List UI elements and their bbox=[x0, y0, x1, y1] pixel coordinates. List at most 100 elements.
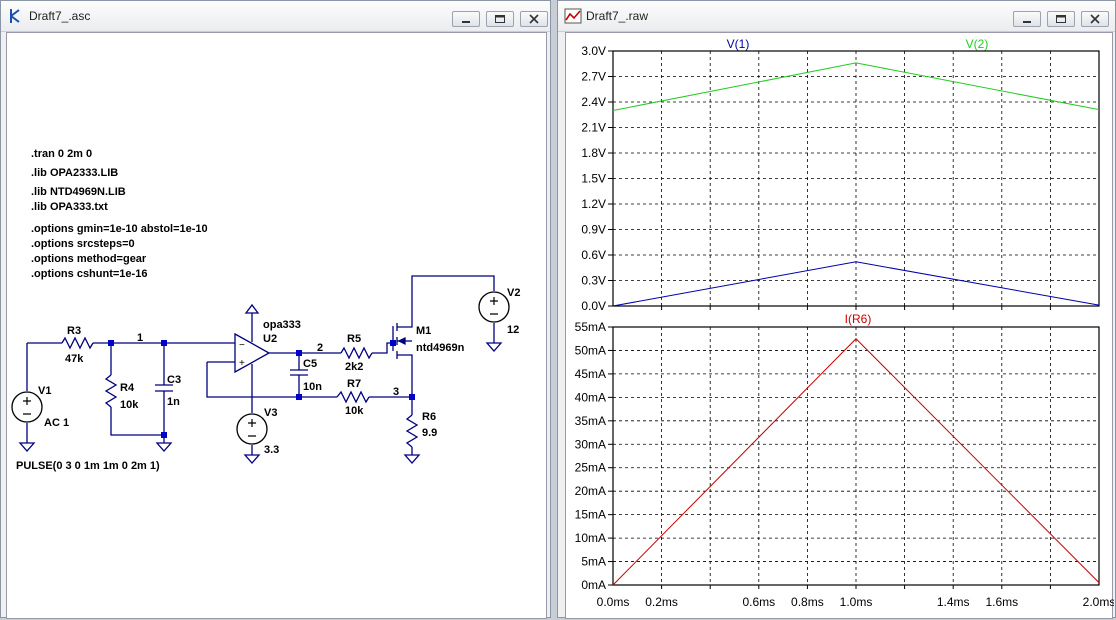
x-tick-label: 2.0ms bbox=[1083, 595, 1114, 609]
y-tick-label: 0.9V bbox=[581, 223, 606, 237]
schematic-window-title: Draft7_.asc bbox=[29, 9, 91, 23]
y-tick-label: 45mA bbox=[575, 367, 606, 381]
c5-value[interactable]: 10n bbox=[303, 381, 322, 393]
y-tick-label: 0.3V bbox=[581, 274, 606, 288]
maximize-button[interactable] bbox=[1047, 11, 1075, 27]
schematic-canvas[interactable]: − + .tran 0 2m 0 .lib OPA2333.LIB .lib N… bbox=[6, 32, 547, 619]
minimize-button[interactable] bbox=[452, 11, 480, 27]
directive-tran[interactable]: .tran 0 2m 0 bbox=[31, 148, 93, 160]
schematic-window[interactable]: Draft7_.asc bbox=[0, 0, 551, 619]
trace-v1[interactable] bbox=[612, 261, 1100, 307]
minimize-icon bbox=[462, 21, 470, 23]
r5-name[interactable]: R5 bbox=[347, 333, 362, 345]
waveform-app-icon bbox=[564, 8, 582, 24]
y-tick-label: 20mA bbox=[575, 484, 606, 498]
x-tick-label: 1.0ms bbox=[840, 595, 873, 609]
directive-options-method[interactable]: .options method=gear bbox=[31, 253, 147, 265]
maximize-icon bbox=[1056, 15, 1066, 23]
y-tick-label: 1.5V bbox=[581, 172, 606, 186]
v1-value[interactable]: AC 1 bbox=[44, 417, 70, 429]
legend-v1[interactable]: V(1) bbox=[727, 37, 750, 51]
y-tick-label: 30mA bbox=[575, 437, 606, 451]
directive-lib-opa2333[interactable]: .lib OPA2333.LIB bbox=[31, 167, 119, 179]
net-label-2[interactable]: 2 bbox=[317, 342, 324, 354]
schematic-drawing: − + bbox=[11, 275, 510, 464]
trace-v2[interactable] bbox=[612, 62, 1100, 111]
maximize-icon bbox=[495, 15, 505, 23]
v2-name[interactable]: V2 bbox=[507, 287, 521, 299]
maximize-button[interactable] bbox=[486, 11, 514, 27]
y-tick-label: 40mA bbox=[575, 390, 606, 404]
v1-source-symbol[interactable] bbox=[11, 391, 43, 423]
waveform-chart[interactable]: V(1) V(2) I(R6) 0.0V 0.3V 0.6V 0.9V 1.2V 1.5V… bbox=[566, 33, 1114, 620]
legend-v2[interactable]: V(2) bbox=[966, 37, 989, 51]
x-tick-label: 1.4ms bbox=[937, 595, 970, 609]
waveform-plot-area[interactable]: V(1) V(2) I(R6) 0.0V 0.3V 0.6V 0.9V 1.2V 1.5V… bbox=[565, 32, 1114, 620]
y-tick-label: 0mA bbox=[581, 578, 606, 592]
minimize-icon bbox=[1023, 21, 1031, 23]
trace-ir6[interactable] bbox=[612, 338, 1100, 586]
junction-dots bbox=[108, 340, 415, 438]
y-tick-label: 55mA bbox=[575, 320, 606, 334]
r6-name[interactable]: R6 bbox=[422, 411, 437, 423]
waveform-window[interactable]: Draft7_.raw V(1) V(2) I(R6) 0.0V 0.3V 0.6V… bbox=[557, 0, 1116, 620]
u2-model[interactable]: opa333 bbox=[263, 319, 301, 331]
voltage-pane-frame[interactable] bbox=[612, 50, 1100, 307]
directive-options-gmin[interactable]: .options gmin=1e-10 abstol=1e-10 bbox=[31, 223, 208, 235]
y-tick-label: 1.2V bbox=[581, 197, 606, 211]
x-tick-label: 0.2ms bbox=[645, 595, 678, 609]
svg-text:+: + bbox=[239, 358, 245, 369]
schematic-app-icon bbox=[10, 9, 20, 23]
directive-lib-ntd4969n[interactable]: .lib NTD4969N.LIB bbox=[31, 186, 126, 198]
v3-value[interactable]: 3.3 bbox=[264, 444, 280, 456]
r7-value[interactable]: 10k bbox=[345, 405, 364, 417]
y-tick-label: 0.0V bbox=[581, 299, 606, 313]
v3-name[interactable]: V3 bbox=[264, 407, 278, 419]
waveform-titlebar[interactable]: Draft7_.raw bbox=[558, 1, 1115, 32]
v1-name[interactable]: V1 bbox=[38, 385, 52, 397]
x-tick-label: 0.6ms bbox=[742, 595, 775, 609]
y-tick-label: 10mA bbox=[575, 531, 606, 545]
m1-name[interactable]: M1 bbox=[416, 325, 432, 337]
r4-value[interactable]: 10k bbox=[120, 399, 139, 411]
waveform-window-title: Draft7_.raw bbox=[586, 9, 649, 23]
r3-value[interactable]: 47k bbox=[65, 353, 84, 365]
y-tick-label: 35mA bbox=[575, 414, 606, 428]
svg-text:−: − bbox=[239, 340, 245, 351]
current-pane-frame[interactable] bbox=[612, 326, 1100, 586]
r3-name[interactable]: R3 bbox=[67, 325, 82, 337]
x-tick-label: 0.0ms bbox=[597, 595, 630, 609]
c3-value[interactable]: 1n bbox=[167, 396, 180, 408]
r5-value[interactable]: 2k2 bbox=[345, 361, 364, 373]
m1-model[interactable]: ntd4969n bbox=[416, 342, 465, 354]
c5-name[interactable]: C5 bbox=[303, 358, 318, 370]
legend-ir6[interactable]: I(R6) bbox=[845, 312, 872, 326]
u2-name[interactable]: U2 bbox=[263, 333, 278, 345]
v1-pulse-spec[interactable]: PULSE(0 3 0 1m 1m 0 2m 1) bbox=[16, 460, 160, 472]
y-tick-label: 2.4V bbox=[581, 95, 606, 109]
x-tick-label: 1.6ms bbox=[985, 595, 1018, 609]
minimize-button[interactable] bbox=[1013, 11, 1041, 27]
y-tick-label: 25mA bbox=[575, 461, 606, 475]
v2-source-symbol[interactable] bbox=[478, 291, 510, 323]
v3-source-symbol[interactable] bbox=[236, 413, 268, 445]
r4-name[interactable]: R4 bbox=[120, 382, 135, 394]
directive-lib-opa333[interactable]: .lib OPA333.txt bbox=[31, 201, 108, 213]
y-tick-label: 0.6V bbox=[581, 248, 606, 262]
r6-value[interactable]: 9.9 bbox=[422, 427, 438, 439]
close-button[interactable] bbox=[520, 11, 548, 27]
c3-name[interactable]: C3 bbox=[167, 374, 182, 386]
net-label-1[interactable]: 1 bbox=[137, 332, 144, 344]
y-tick-label: 15mA bbox=[575, 508, 606, 522]
v2-value[interactable]: 12 bbox=[507, 324, 520, 336]
net-label-3[interactable]: 3 bbox=[393, 386, 400, 398]
x-tick-label: 0.8ms bbox=[791, 595, 824, 609]
r7-name[interactable]: R7 bbox=[347, 378, 362, 390]
directive-options-srcsteps[interactable]: .options srcsteps=0 bbox=[31, 238, 135, 250]
close-button[interactable] bbox=[1081, 11, 1109, 27]
y-tick-label: 2.1V bbox=[581, 121, 606, 135]
directive-options-cshunt[interactable]: .options cshunt=1e-16 bbox=[31, 268, 148, 280]
y-tick-label: 1.8V bbox=[581, 146, 606, 160]
close-icon bbox=[1090, 14, 1100, 24]
schematic-titlebar[interactable]: Draft7_.asc bbox=[1, 1, 550, 32]
